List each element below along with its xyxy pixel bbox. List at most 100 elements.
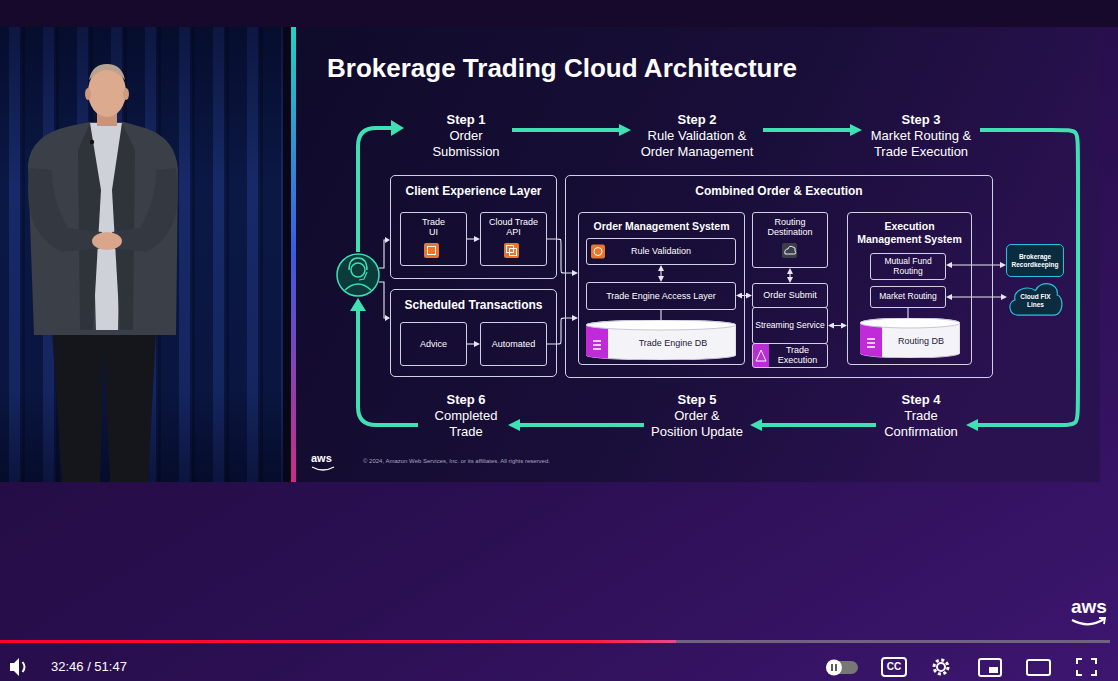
player-controls <box>10 658 1096 676</box>
heading-text: Step 3 <box>901 112 940 128</box>
flow-arrow <box>978 130 1078 425</box>
external-box: Brokerage Recordkeeping <box>1006 244 1064 277</box>
connector <box>742 295 746 296</box>
heading-text: Client Experience Layer <box>405 184 541 198</box>
slide-title: Brokerage Trading Cloud Architecture <box>327 54 797 84</box>
service-box: Automated <box>480 322 547 366</box>
service-box: Order Submit <box>752 283 828 308</box>
service-box: Cloud Trade API <box>480 212 547 266</box>
logo-text: aws <box>1071 597 1107 616</box>
node-text: Rule Validation & Order Management <box>633 128 761 160</box>
copyright-note: © 2024, Amazon Web Services, Inc. or its… <box>363 458 550 464</box>
node-text: Trade UI <box>419 217 449 238</box>
step-label: Step 6Completed Trade <box>424 392 508 444</box>
slide-ground <box>291 27 1100 482</box>
cloud-outline <box>1010 284 1062 315</box>
flow-arrow <box>350 120 418 425</box>
node-text: Market Routing <box>879 292 937 302</box>
connector <box>660 310 661 320</box>
node-text: Trade Engine Access Layer <box>606 291 716 301</box>
heading-text: Brokerage Recordkeeping <box>1010 253 1060 269</box>
slide-stripe <box>291 27 296 482</box>
time-display: 32:46 / 51:47 <box>51 660 127 673</box>
heading-text: Scheduled Transactions <box>404 298 542 312</box>
connector <box>467 238 474 239</box>
service-box: Trade Engine Access Layer <box>586 282 736 310</box>
node-text: Cloud Trade API <box>486 217 542 238</box>
node-text: Streaming Service <box>755 321 824 331</box>
heading-text: Combined Order & Execution <box>695 184 862 198</box>
progress-played <box>0 640 676 643</box>
node-text: Order Submission <box>422 128 510 160</box>
progress-track <box>0 640 1110 643</box>
step-label: Step 4Trade Confirmation <box>876 392 966 444</box>
step-label: Step 2Rule Validation & Order Management <box>631 112 763 164</box>
connector <box>952 296 1001 297</box>
connector <box>547 318 572 344</box>
connector <box>660 271 661 276</box>
service-box: Trade UI <box>400 212 467 266</box>
node-text: Trade Execution <box>772 346 823 366</box>
flow-arrow <box>762 423 876 427</box>
user-icon <box>337 254 379 296</box>
node-text: Market Routing & Trade Execution <box>864 128 978 160</box>
heading-text: Execution Management System <box>854 220 965 245</box>
cylinder-top <box>860 318 960 328</box>
heading-text: Step 4 <box>901 392 940 408</box>
logo-smile <box>312 467 1105 624</box>
node-text: Order Submit <box>763 290 817 300</box>
flow-arrow <box>520 423 644 427</box>
node-text: Routing DB <box>898 336 944 346</box>
speaker-figure <box>28 64 178 482</box>
service-box: Trade Execution <box>752 343 828 368</box>
node-text: Advice <box>420 339 447 349</box>
logo-text: aws <box>311 453 332 464</box>
service-box: Market Routing <box>870 286 946 308</box>
database-icon <box>867 339 875 347</box>
cylinder-top <box>586 320 736 330</box>
node-text: Rule Validation <box>631 246 691 256</box>
flow-arrow <box>763 128 850 132</box>
step-label: Step 5Order & Position Update <box>644 392 750 444</box>
node-text: Trade Engine DB <box>639 338 708 348</box>
node-text: Completed Trade <box>426 408 506 440</box>
system-box: Order Management SystemRule ValidationTr… <box>578 212 745 365</box>
heading-text: Step 5 <box>677 392 716 408</box>
flow-arrow <box>512 128 619 132</box>
service-box: Mutual Fund Routing <box>870 253 946 280</box>
node-text: Routing Destination <box>757 217 823 238</box>
system-box: Execution Management SystemMutual Fund R… <box>847 212 972 365</box>
cylinder-body <box>586 320 736 360</box>
connector <box>834 325 841 326</box>
heading-text: Step 6 <box>446 392 485 408</box>
cloud-shape: Cloud FIX Lines <box>1007 279 1064 317</box>
step-label: Step 1Order Submission <box>420 112 512 164</box>
step-label: Step 3Market Routing & Trade Execution <box>862 112 980 164</box>
connector <box>467 343 474 344</box>
connector <box>789 274 790 277</box>
connector <box>547 239 572 273</box>
node-text: Trade Confirmation <box>878 408 964 440</box>
caption-button-text: CC <box>884 662 904 672</box>
user-link <box>379 240 386 318</box>
heading-text: Step 1 <box>446 112 485 128</box>
layer-box: Client Experience LayerTrade UI Cloud Tra… <box>390 175 557 279</box>
service-box: Rule Validation <box>586 238 736 265</box>
node-text: Mutual Fund Routing <box>875 257 941 277</box>
layer-box: Scheduled TransactionsAdvice Automated <box>390 289 557 377</box>
database-icon <box>593 341 601 349</box>
service-box: Routing Destination <box>752 212 828 268</box>
heading-text: Order Management System <box>594 220 730 233</box>
layer-box: Combined Order & ExecutionOrder Manageme… <box>565 175 993 378</box>
database-cylinder: Trade Engine DB <box>586 320 736 360</box>
service-box: Streaming Service <box>752 307 828 344</box>
node-text: Automated <box>492 339 536 349</box>
node-text: Order & Position Update <box>650 408 744 440</box>
top-strip <box>0 0 1118 27</box>
service-box: Advice <box>400 322 467 366</box>
heading-text: Step 2 <box>677 112 716 128</box>
heading-text: Cloud FIX Lines <box>1016 293 1056 309</box>
cylinder-body <box>860 318 960 358</box>
